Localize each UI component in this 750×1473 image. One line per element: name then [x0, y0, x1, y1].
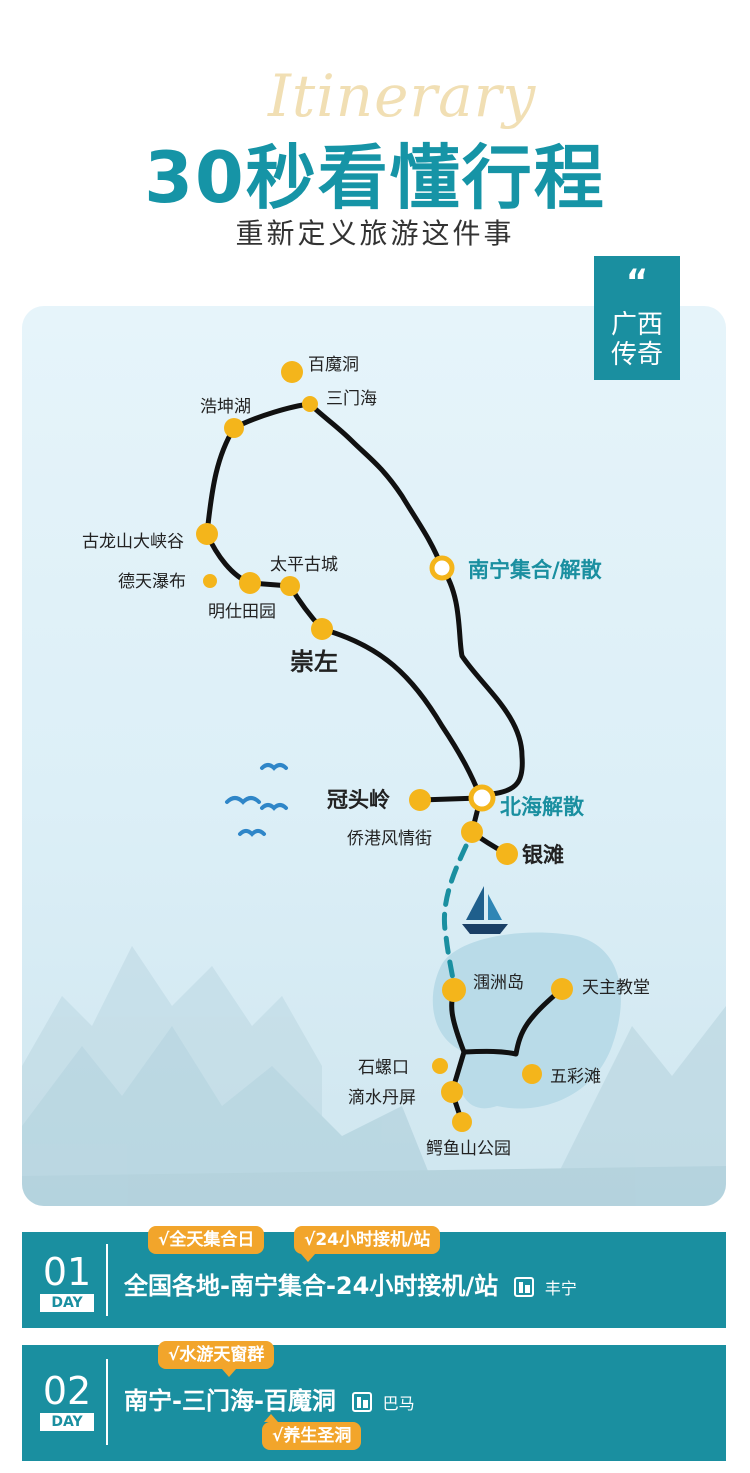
quote-mark-icon: “ [625, 262, 649, 302]
label-sanmenhai: 三门海 [326, 389, 377, 409]
tag-pointer [301, 1254, 315, 1262]
label-weizhou: 涠洲岛 [473, 973, 524, 993]
day-number: 01 [42, 1250, 92, 1294]
label-eyushan: 鳄鱼山公园 [426, 1139, 511, 1159]
day-divider [106, 1359, 108, 1445]
seagull-icons [225, 763, 288, 837]
route-nanning-beihai [439, 565, 525, 797]
label-chongzuo: 崇左 [290, 648, 338, 676]
place-labels: 百魔洞 三门海 浩坤湖 古龙山大峡谷 德天瀑布 明仕田园 太平古城 崇左 冠头岭… [82, 355, 650, 1159]
tag-pill: √水游天窗群 [158, 1341, 275, 1369]
region-tag: “ 广西 传奇 [594, 256, 680, 380]
label-wucaitan: 五彩滩 [550, 1067, 601, 1087]
sea-route-dashed [441, 843, 469, 989]
label-nanning: 南宁集合/解散 [468, 558, 602, 582]
route-map: 百魔洞 三门海 浩坤湖 古龙山大峡谷 德天瀑布 明仕田园 太平古城 崇左 冠头岭… [22, 306, 726, 1206]
day-number: 02 [42, 1369, 92, 1413]
label-qiaogang: 侨港风情街 [347, 829, 432, 849]
label-dishui: 滴水丹屏 [348, 1088, 416, 1108]
stop-gulongshan[interactable] [196, 523, 218, 545]
stop-wucaitan[interactable] [522, 1064, 542, 1084]
stop-detian[interactable] [203, 574, 217, 588]
route-map-svg: 百魔洞 三门海 浩坤湖 古龙山大峡谷 德天瀑布 明仕田园 太平古城 崇左 冠头岭… [22, 355, 726, 1206]
label-taiping: 太平古城 [270, 555, 338, 575]
stop-taiping[interactable] [280, 576, 300, 596]
hub-beihai[interactable] [468, 784, 496, 812]
stop-eyushan[interactable] [452, 1112, 472, 1132]
day-label: DAY [40, 1413, 94, 1431]
route-chongzuo-beihai [319, 626, 483, 799]
stop-markers [196, 361, 573, 1132]
label-haokunhu: 浩坤湖 [200, 397, 251, 417]
label-detian: 德天瀑布 [118, 572, 186, 592]
hotel-name: 巴马 [382, 1394, 415, 1413]
label-guantouling: 冠头岭 [327, 788, 390, 812]
stop-guantouling[interactable] [409, 789, 431, 811]
stop-sanmenhai[interactable] [302, 396, 318, 412]
hotel-name: 丰宁 [544, 1279, 577, 1298]
day-route-text: 全国各地-南宁集合-24小时接机/站 [124, 1272, 499, 1300]
label-baimodong: 百魔洞 [308, 355, 359, 375]
stop-yintan[interactable] [496, 843, 518, 865]
route-nanning-sanmenhai [307, 401, 445, 571]
tag-pill: √全天集合日 [148, 1226, 265, 1254]
region-tag-text: 广西 传奇 [594, 310, 680, 370]
sailboat-icon [462, 886, 508, 934]
hero-header: Itinerary 30秒看懂行程 重新定义旅游这件事 [0, 0, 750, 300]
tag-pill: √养生圣洞 [262, 1422, 362, 1450]
hub-nanning[interactable] [429, 555, 455, 581]
day-route: 南宁-三门海-百魔洞 巴马 [124, 1381, 415, 1416]
day-divider [106, 1244, 108, 1316]
day-card-02[interactable]: 02 DAY 南宁-三门海-百魔洞 巴马 [22, 1345, 726, 1461]
stop-mingshi[interactable] [239, 572, 261, 594]
route-island-center [461, 986, 565, 1057]
tag-pill: √24小时接机/站 [294, 1226, 441, 1254]
label-shiluokou: 石螺口 [358, 1058, 409, 1078]
stop-weizhou[interactable] [442, 978, 466, 1002]
label-mingshi: 明仕田园 [208, 602, 276, 622]
day-route: 全国各地-南宁集合-24小时接机/站 丰宁 [124, 1266, 577, 1301]
stop-qiaogang[interactable] [461, 821, 483, 843]
stop-shiluokou[interactable] [432, 1058, 448, 1074]
hotel-icon [514, 1277, 535, 1297]
stop-dishui[interactable] [441, 1081, 463, 1103]
tag-pointer [222, 1369, 236, 1377]
tag-pointer [264, 1414, 278, 1422]
itinerary-script-word: Itinerary [268, 62, 537, 130]
day-card-01[interactable]: 01 DAY 全国各地-南宁集合-24小时接机/站 丰宁 [22, 1232, 726, 1328]
stop-chongzuo[interactable] [311, 618, 333, 640]
region-tag-line2: 传奇 [610, 340, 663, 370]
label-yintan: 银滩 [522, 843, 564, 867]
hotel-icon [352, 1392, 373, 1412]
page-subtitle: 重新定义旅游这件事 [235, 217, 515, 250]
page-title: 30秒看懂行程 [144, 137, 606, 219]
label-gulongshan: 古龙山大峡谷 [82, 532, 184, 552]
stop-baimodong[interactable] [281, 361, 303, 383]
stop-tianzhu[interactable] [551, 978, 573, 1000]
mountain-silhouettes [22, 946, 726, 1206]
route-haokunhu-gulongshan [204, 425, 237, 537]
day-label: DAY [40, 1294, 94, 1312]
label-tianzhu: 天主教堂 [582, 978, 650, 998]
day-route-text: 南宁-三门海-百魔洞 [124, 1387, 336, 1415]
stop-haokunhu[interactable] [224, 418, 244, 438]
label-beihai: 北海解散 [500, 795, 584, 819]
region-tag-line1: 广西 [610, 310, 663, 340]
